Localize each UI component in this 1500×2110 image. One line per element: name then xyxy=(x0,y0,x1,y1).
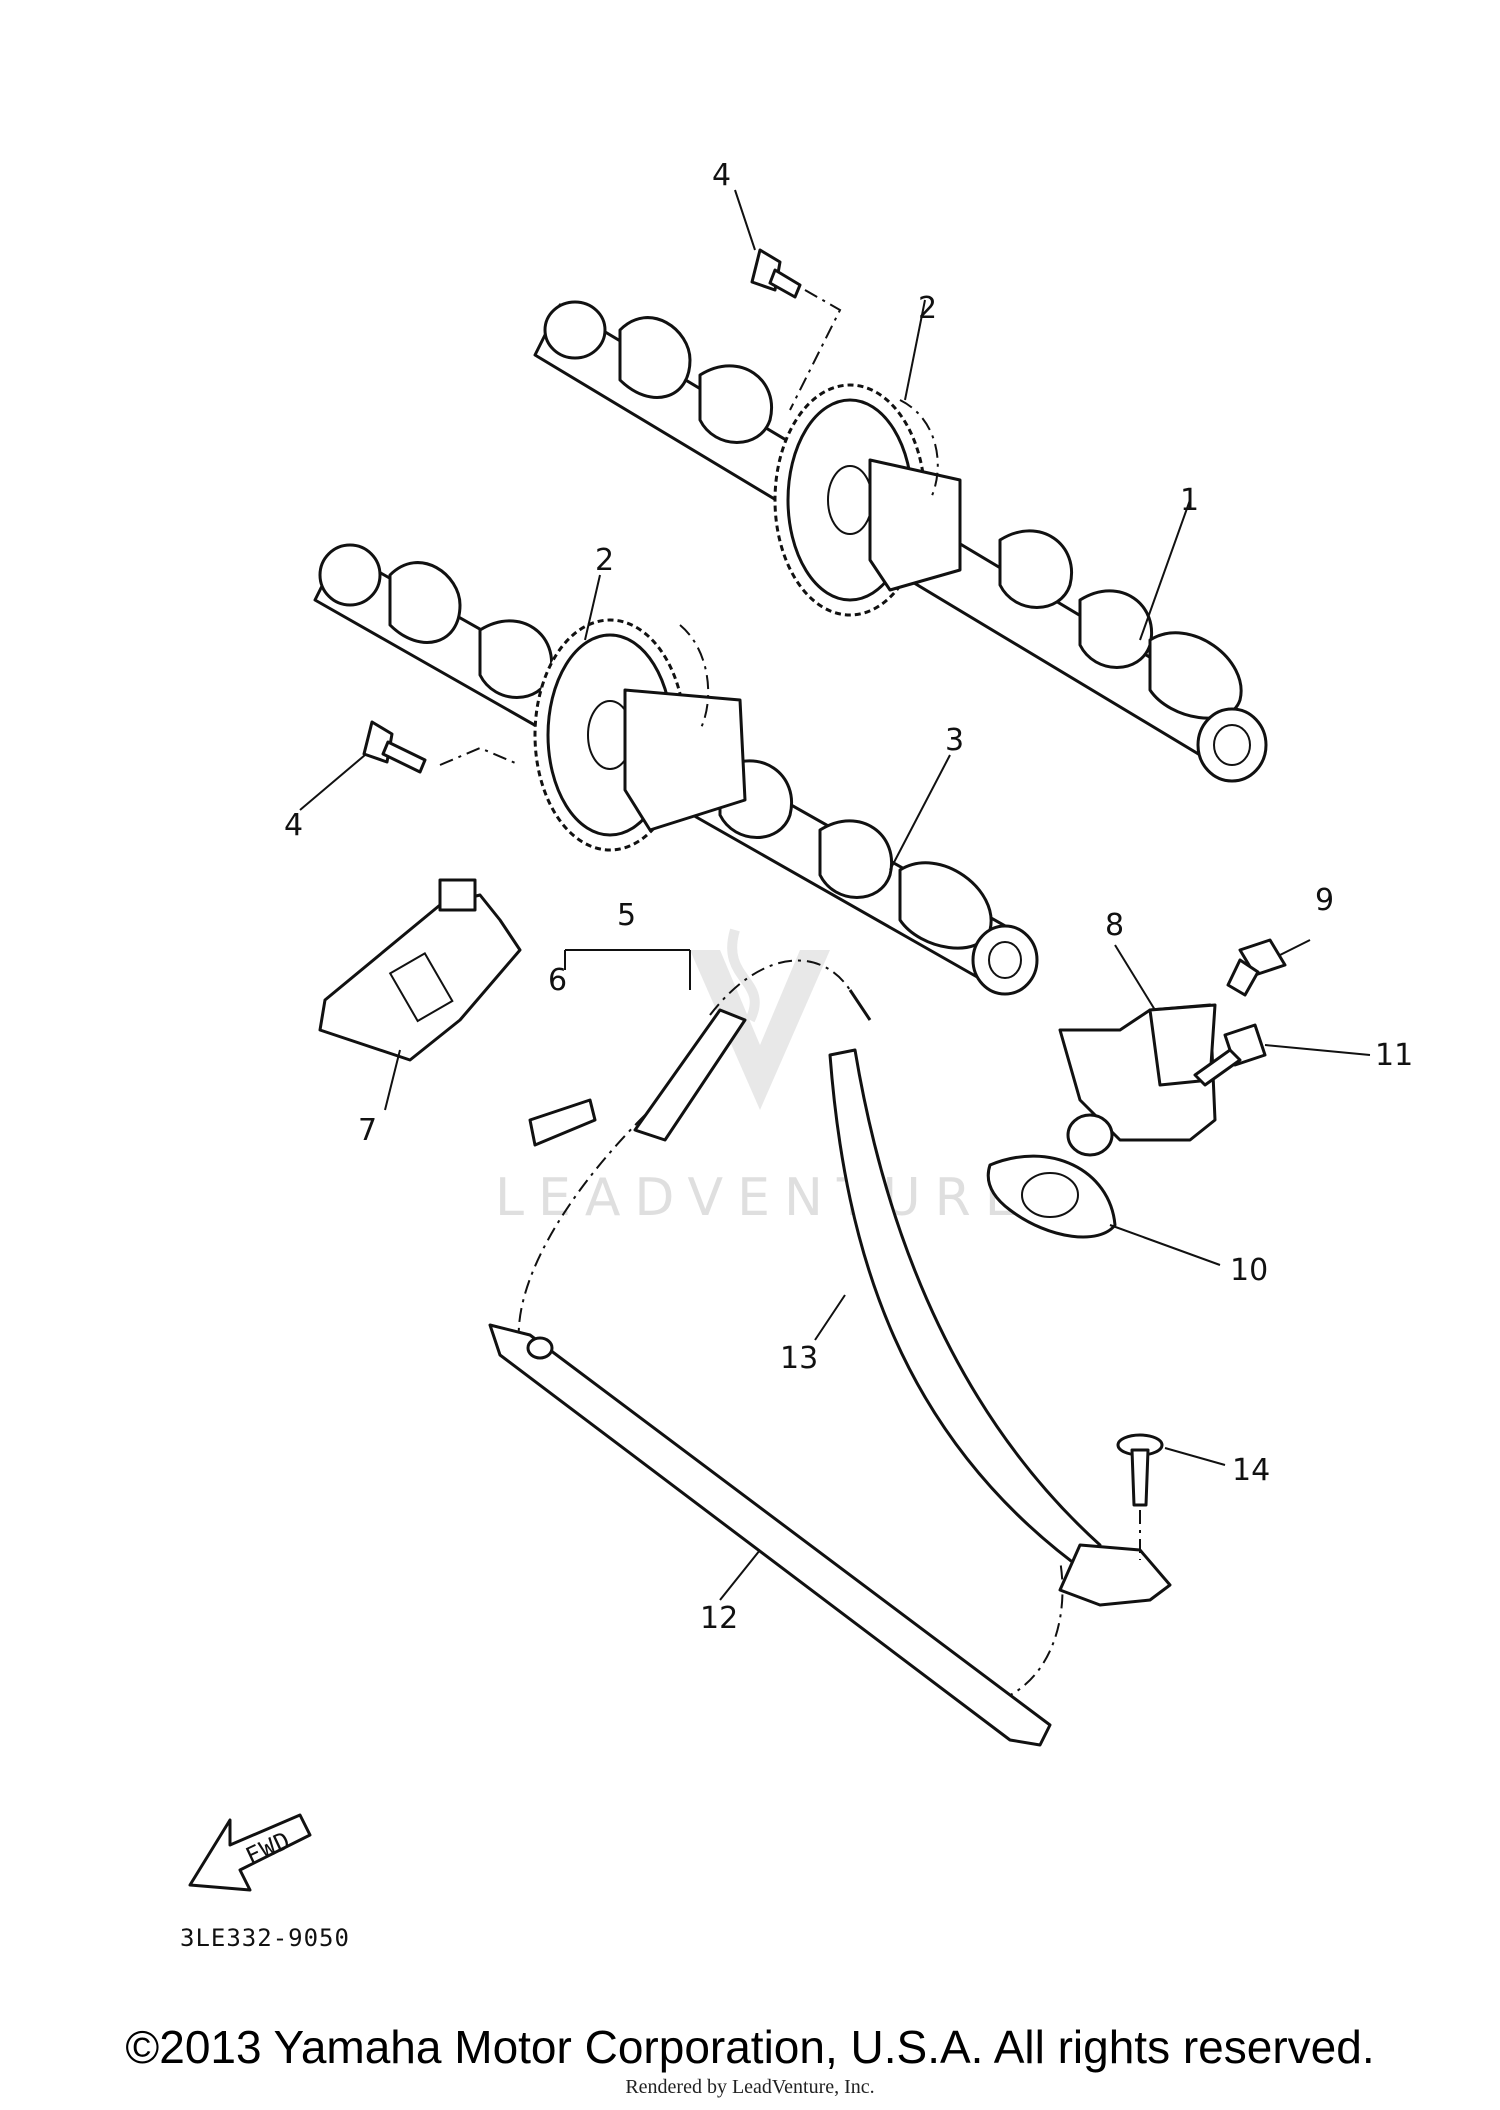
copyright-notice: ©2013 Yamaha Motor Corporation, U.S.A. A… xyxy=(125,2021,1375,2073)
callout-10: 10 xyxy=(1230,1253,1268,1288)
chain-tensioner xyxy=(1058,1003,1217,1157)
watermark-text: LEADVENTURE xyxy=(495,1168,1032,1228)
screw-14 xyxy=(1116,1433,1164,1560)
callout-2-upper: 2 xyxy=(918,291,937,326)
callout-1: 1 xyxy=(1180,483,1199,518)
leader-lines xyxy=(299,189,1371,1601)
watermark: LEADVENTURE xyxy=(495,928,1032,1228)
chain-guide-13 xyxy=(828,1048,1172,1607)
callout-3: 3 xyxy=(945,723,964,758)
chain-guide-7 xyxy=(318,878,522,1062)
bolt-upper xyxy=(750,248,842,411)
callout-6: 6 xyxy=(548,963,567,998)
forward-arrow: FWD xyxy=(188,1813,312,1892)
callout-8: 8 xyxy=(1105,908,1124,943)
callout-12: 12 xyxy=(700,1601,738,1636)
callout-2-lower: 2 xyxy=(595,543,614,578)
gasket xyxy=(986,1154,1117,1239)
callout-11: 11 xyxy=(1375,1038,1413,1073)
sprocket-upper xyxy=(773,383,962,617)
callout-13: 13 xyxy=(780,1341,818,1376)
callout-numbers: 1 2 2 3 4 4 5 6 7 8 9 11 10 13 14 12 xyxy=(284,158,1413,1636)
diagram-code: 3LE332-9050 xyxy=(180,1924,350,1952)
callout-14: 14 xyxy=(1232,1453,1270,1488)
bolt-lower xyxy=(362,720,521,774)
chain-joint-6 xyxy=(528,1098,597,1147)
callout-7: 7 xyxy=(358,1113,377,1148)
chain-joint-5 xyxy=(564,949,747,1142)
cam-chain xyxy=(514,959,1064,1701)
callout-9: 9 xyxy=(1315,883,1334,918)
callout-4-lower: 4 xyxy=(284,808,303,843)
chain-guide-12 xyxy=(488,1323,1052,1747)
bolt-9 xyxy=(1226,938,1287,997)
sprocket-lower xyxy=(533,618,747,852)
callout-4-upper: 4 xyxy=(712,158,731,193)
bolt-11 xyxy=(1193,1023,1267,1087)
rendered-by-credit: Rendered by LeadVenture, Inc. xyxy=(625,2076,875,2098)
callout-5: 5 xyxy=(617,898,636,933)
